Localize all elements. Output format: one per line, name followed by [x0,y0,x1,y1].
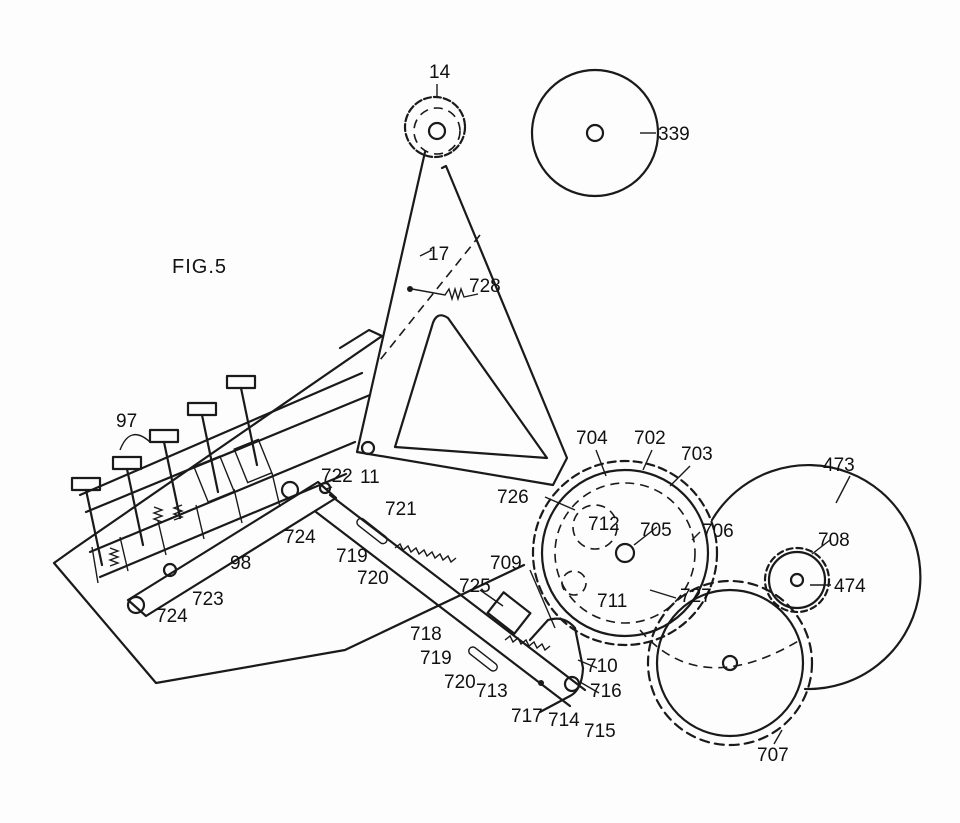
label-704: 704 [576,428,608,449]
label-97: 97 [116,411,137,432]
label-712: 712 [588,514,620,535]
label-722: 722 [321,466,353,487]
lever-17 [355,84,569,487]
label-703: 703 [681,444,713,465]
label-717: 717 [511,706,543,727]
label-706: 706 [702,521,734,542]
gear-707 [639,579,814,747]
label-709: 709 [490,553,522,574]
bar-723 [126,480,338,618]
label-339: 339 [658,124,690,145]
figure-title: FIG.5 [172,256,227,278]
label-707: 707 [757,745,789,766]
label-718: 718 [410,624,442,645]
rack-718 [314,493,587,714]
label-727: 727 [680,586,712,607]
label-711: 711 [597,591,627,612]
label-726: 726 [497,487,529,508]
label-715: 715 [584,721,616,742]
label-11: 11 [360,467,380,488]
label-14: 14 [429,62,451,83]
label-705: 705 [640,520,672,541]
key-plungers-97 [70,374,259,567]
keyboard-frame [52,328,526,685]
disc-339 [530,68,660,198]
reference-labels: 14 339 17 728 97 11 704 702 703 473 726 … [116,62,866,766]
label-720-lower: 720 [444,672,476,693]
label-724-upper: 724 [284,527,316,548]
label-713: 713 [476,681,508,702]
label-720-upper: 720 [357,568,389,589]
label-708: 708 [818,530,850,551]
disc-473 [710,463,922,691]
label-724-lower: 724 [156,606,188,627]
label-98: 98 [230,553,251,574]
leader-lines [325,249,831,745]
label-473: 473 [823,455,855,476]
label-719-upper: 719 [336,546,368,567]
label-17: 17 [428,244,449,265]
label-710: 710 [586,656,618,677]
label-721: 721 [385,499,417,520]
gear-708 [763,546,831,614]
label-714: 714 [548,710,580,731]
label-474: 474 [834,576,866,597]
label-716: 716 [590,681,622,702]
label-728: 728 [469,276,501,297]
label-702: 702 [634,428,666,449]
label-719-lower: 719 [420,648,452,669]
label-723: 723 [192,589,224,610]
gear-702 [531,459,719,647]
